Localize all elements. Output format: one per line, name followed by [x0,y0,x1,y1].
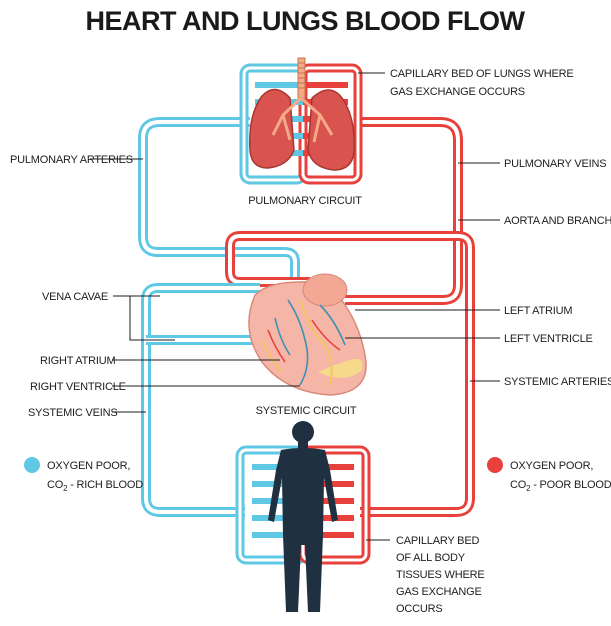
label-pulmonary-circuit: PULMONARY CIRCUIT [248,195,362,207]
label-capillary-body-line4: GAS EXCHANGE [396,586,482,598]
label-systemic-veins: SYSTEMIC VEINS [28,407,118,419]
label-capillary-body-line2: OF ALL BODY [396,552,466,564]
legend-oxygen-rich-dot [487,457,503,473]
label-pulmonary-veins: PULMONARY VEINS [504,158,606,170]
label-capillary-body-line3: TISSUES WHERE [396,569,484,581]
legend-oxygen-poor-line1: OXYGEN POOR, [47,460,130,472]
label-capillary-body-line5: OCCURS [396,603,442,615]
label-capillary-lungs-line1: CAPILLARY BED OF LUNGS WHERE [390,68,574,80]
legend-oxygen-rich-line1: OXYGEN POOR, [510,460,593,472]
label-vena-cavae: VENA CAVAE [42,291,108,303]
label-right-ventricle: RIGHT VENTRICLE [30,381,126,393]
lungs-illustration [249,57,355,171]
human-body-silhouette [268,421,338,612]
label-capillary-body-line1: CAPILLARY BED [396,535,479,547]
legend-oxygen-poor-dot [24,457,40,473]
label-pulmonary-arteries: PULMONARY ARTERIES [10,154,133,166]
label-right-atrium: RIGHT ATRIUM [40,355,115,367]
leader-vena-cavae [113,295,175,341]
page-title: HEART AND LUNGS BLOOD FLOW [86,6,526,36]
heart-illustration [248,273,367,396]
label-systemic-arteries: SYSTEMIC ARTERIES [504,376,611,388]
label-aorta: AORTA AND BRANCHES [504,215,611,227]
label-left-atrium: LEFT ATRIUM [504,305,572,317]
legend-oxygen-poor-line2: CO2 - RICH BLOOD [47,479,143,493]
label-capillary-lungs-line2: GAS EXCHANGE OCCURS [390,86,525,98]
legend-oxygen-rich-line2: CO2 - POOR BLOOD [510,479,611,493]
label-left-ventricle: LEFT VENTRICLE [504,333,593,345]
label-systemic-circuit: SYSTEMIC CIRCUIT [256,405,357,417]
